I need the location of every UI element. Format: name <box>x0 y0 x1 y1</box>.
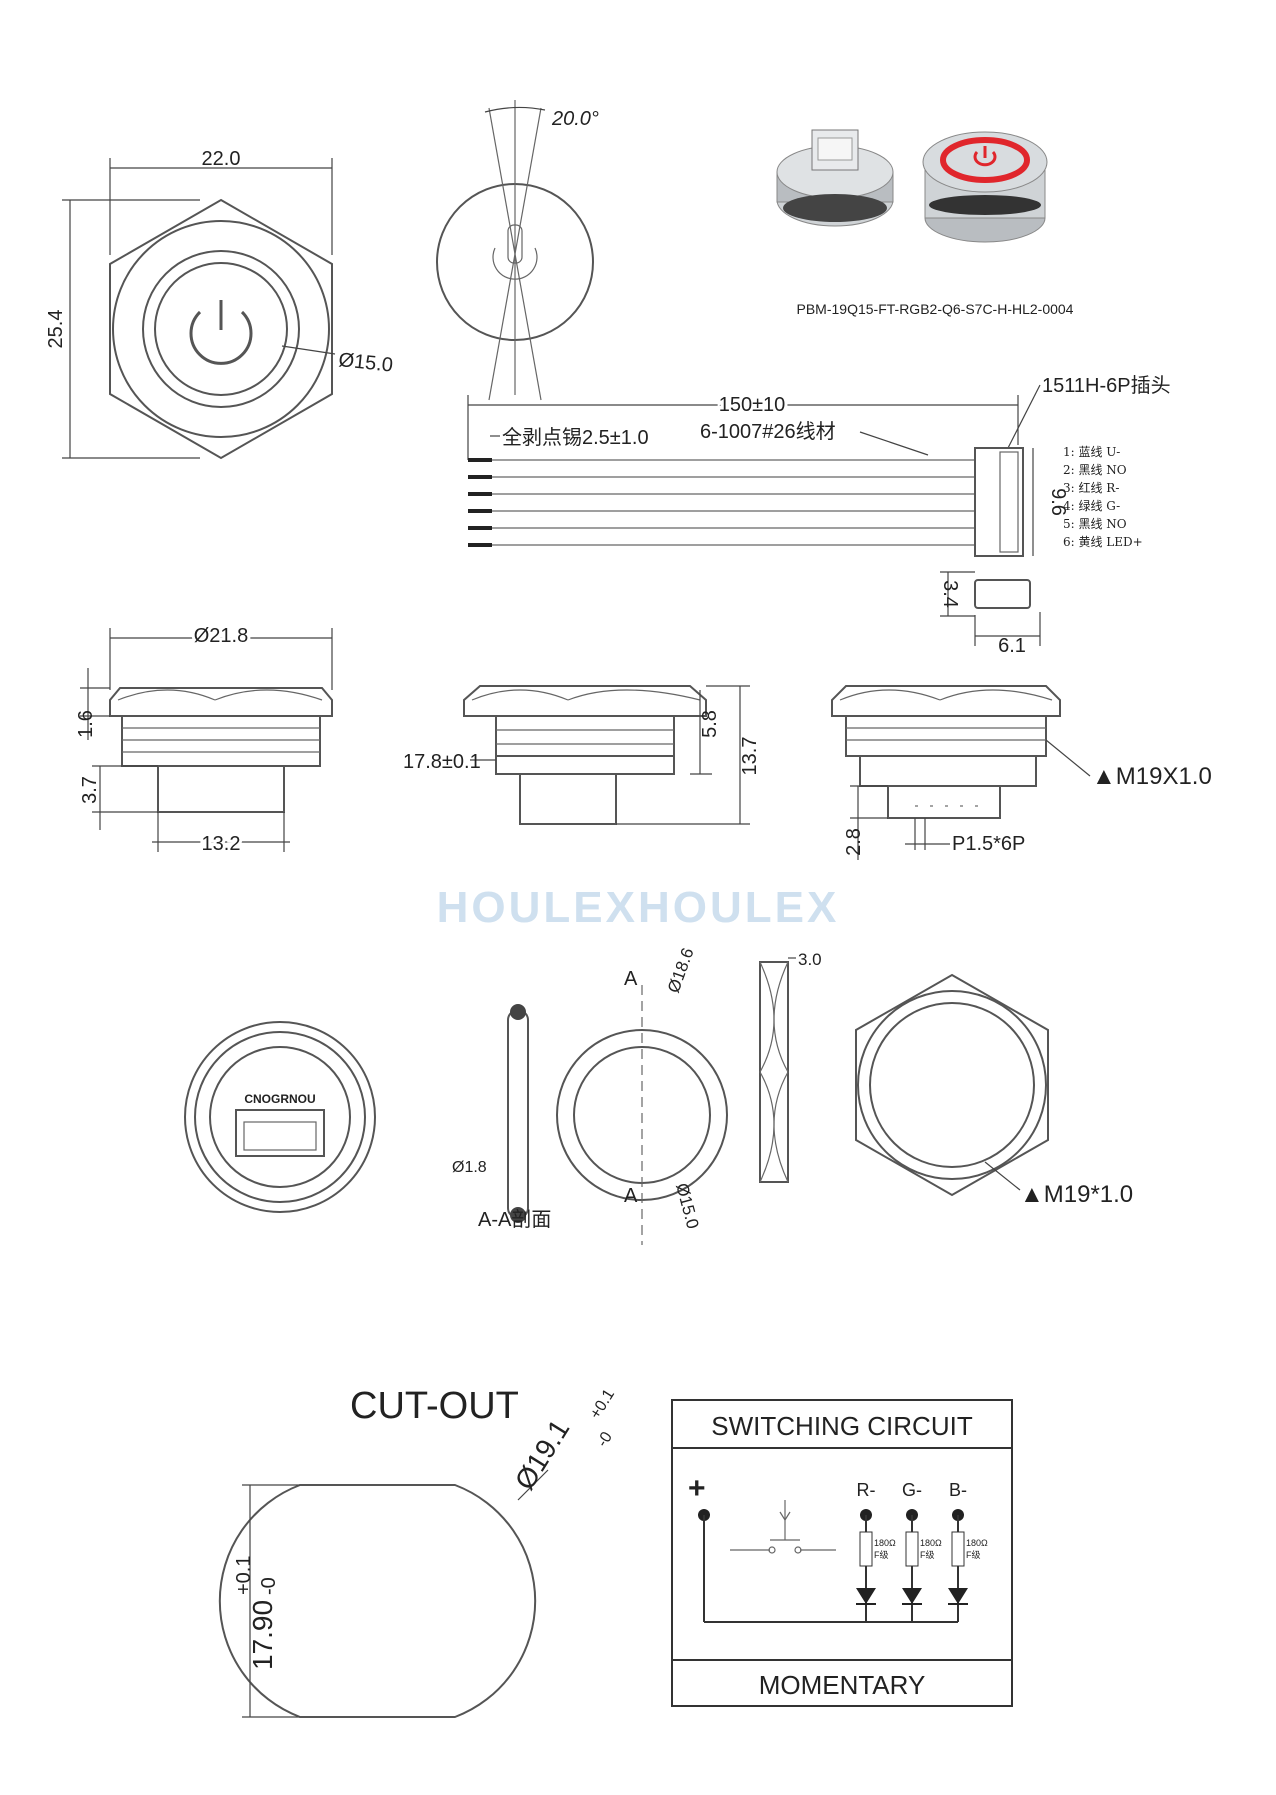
cutout-shape <box>218 1484 537 1718</box>
channel-b-label: B- <box>949 1480 967 1500</box>
left-thread <box>121 715 321 767</box>
left-head-h-label: 1.6 <box>75 710 97 738</box>
cable-assembly: 150±10 全剥点锡2.5±1.0 6-1007#26线材 1511H-6P插… <box>467 374 1171 657</box>
pin-5: 5: 黑线 NO <box>1063 517 1127 531</box>
mid-total-label: 13.7 <box>739 737 761 776</box>
nut-thread-label: ▲M19*1.0 <box>1020 1181 1133 1208</box>
product-model-label: PBM-19Q15-FT-RGB2-Q6-S7C-H-HL2-0004 <box>797 301 1074 317</box>
section-a-bottom: A <box>624 1185 638 1207</box>
washer: A A Ø18.6 Ø15.0 <box>556 945 728 1245</box>
switching-circuit: SWITCHING CIRCUIT MOMENTARY + R- 180Ω F级… <box>671 1399 1013 1707</box>
oring-section: Ø1.8 A-A剖面 <box>452 1004 551 1231</box>
oring-cs-label: Ø1.8 <box>452 1159 487 1176</box>
pin-6: 6: 黄线 LED+ <box>1063 535 1143 549</box>
bottom-label: CNOGRNOU <box>244 1092 315 1106</box>
pin-list: 1: 蓝线 U- 2: 黑线 NO 3: 红线 R- 4: 绿线 G- 5: 黑… <box>1063 445 1143 549</box>
nut: ▲M19*1.0 <box>855 973 1133 1208</box>
nut-side: 3.0 <box>759 950 822 1183</box>
pin-1: 1: 蓝线 U- <box>1063 445 1120 459</box>
nut-side-body <box>759 961 789 1183</box>
cutout-dia-tol-minus: -0 <box>594 1429 616 1450</box>
channel-g: G- 180Ω F级 <box>902 1480 942 1622</box>
channel-r-grade: F级 <box>874 1549 889 1560</box>
nut-thickness-label: 3.0 <box>798 950 822 969</box>
bottom-socket <box>235 1109 325 1157</box>
right-head <box>831 685 1061 717</box>
channel-b: B- 180Ω F级 <box>948 1480 988 1622</box>
cutout-flat-tol-minus: -0 <box>258 1577 280 1595</box>
left-head <box>109 687 333 717</box>
right-thread-label: ▲M19X1.0 <box>1092 763 1212 790</box>
power-icon <box>189 310 253 365</box>
mid-depth-label: 5.8 <box>699 710 721 738</box>
red-led-ring <box>940 137 1030 183</box>
bezel-dia-label: Ø15.0 <box>337 349 393 377</box>
left-tail-h-label: 3.7 <box>79 776 101 804</box>
wire-bundle <box>468 458 975 547</box>
pin-3: 3: 红线 R- <box>1063 480 1119 495</box>
connector-side <box>974 579 1031 609</box>
product-photo-back <box>776 129 894 227</box>
top-width-label: 22.0 <box>202 148 241 170</box>
watermark: HOULEXHOULEX <box>437 883 840 932</box>
cutout-drawing: CUT-OUT 17.90 +0.1 -0 Ø19.1 +0.1 -0 <box>218 1385 618 1718</box>
connector-side-h-label: 3.4 <box>939 580 961 608</box>
oring <box>507 1009 529 1219</box>
left-dia-label: Ø21.8 <box>194 625 248 647</box>
cable-length-label: 150±10 <box>719 394 786 416</box>
product-photos: PBM-19Q15-FT-RGB2-Q6-S7C-H-HL2-0004 <box>776 129 1074 317</box>
cutout-title: CUT-OUT <box>350 1385 519 1427</box>
connector-label: 1511H-6P插头 <box>1042 374 1171 397</box>
channel-r: R- 180Ω F级 <box>856 1480 896 1622</box>
connector-height-label: 9.6 <box>1047 488 1069 516</box>
pin-2: 2: 黑线 NO <box>1063 463 1127 477</box>
side-view-middle: 17.8±0.1 5.8 13.7 <box>403 685 761 825</box>
right-base-h-label: 2.8 <box>843 828 865 856</box>
circuit-mode: MOMENTARY <box>759 1670 926 1700</box>
side-view-right: ▲M19X1.0 2.8 P1.5*6P <box>831 685 1212 860</box>
wire-type-label: 6-1007#26线材 <box>700 420 836 443</box>
right-connector <box>887 785 1001 819</box>
connector-side-w-label: 6.1 <box>998 635 1026 657</box>
switch-symbol <box>730 1500 836 1554</box>
channel-b-grade: F级 <box>966 1549 981 1560</box>
right-thread <box>845 715 1047 757</box>
angle-view: 20.0° <box>436 100 599 401</box>
left-tail-w-label: 13.2 <box>202 833 241 855</box>
mid-thread-len-label: 17.8±0.1 <box>403 751 481 773</box>
cutout-flat-tol-plus: +0.1 <box>233 1556 255 1595</box>
mid-tail <box>519 773 617 825</box>
nut-inner-circle <box>869 1002 1035 1168</box>
washer-od-label: Ø18.6 <box>664 945 698 995</box>
angle-label: 20.0° <box>551 108 599 130</box>
channel-r-label: R- <box>857 1480 876 1500</box>
cutout-dia-tol-plus: +0.1 <box>587 1386 618 1422</box>
section-a-top: A <box>624 968 638 990</box>
strip-label: 全剥点锡2.5±1.0 <box>502 426 649 449</box>
section-label: A-A剖面 <box>478 1208 551 1231</box>
bottom-view: CNOGRNOU <box>184 1021 376 1213</box>
circuit-title: SWITCHING CIRCUIT <box>711 1411 973 1441</box>
side-view-left: Ø21.8 1.6 3.7 13.2 <box>75 622 333 858</box>
connector-housing <box>974 447 1024 557</box>
top-height-label: 25.4 <box>45 310 67 349</box>
pitch-label: P1.5*6P <box>952 833 1025 855</box>
washer-id-label: Ø15.0 <box>672 1181 702 1231</box>
channel-g-label: G- <box>902 1480 922 1500</box>
mid-head <box>463 685 707 717</box>
cutout-flat-label: 17.90 <box>247 1600 278 1670</box>
channel-b-resistor: 180Ω <box>966 1538 988 1548</box>
channel-g-resistor: 180Ω <box>920 1538 942 1548</box>
top-view: 22.0 25.4 Ø15.0 <box>45 148 394 460</box>
pin-4: 4: 绿线 G- <box>1063 498 1120 513</box>
product-photo-front <box>922 131 1048 243</box>
channel-g-grade: F级 <box>920 1549 935 1560</box>
circuit-plus: + <box>688 1472 706 1505</box>
left-tail <box>157 765 285 813</box>
channel-r-resistor: 180Ω <box>874 1538 896 1548</box>
